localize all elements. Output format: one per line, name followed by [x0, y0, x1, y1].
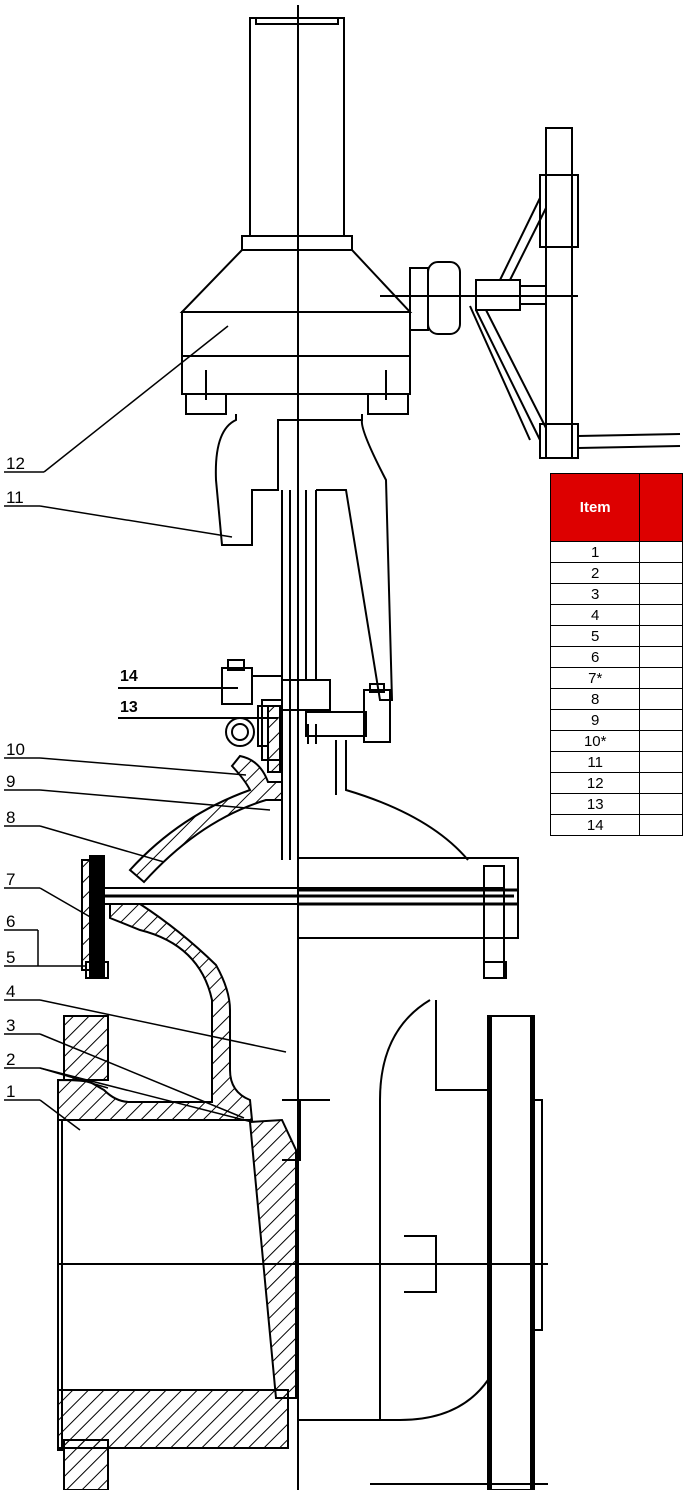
callout-14: 14 [120, 668, 138, 685]
callout-2: 2 [6, 1050, 16, 1069]
blank-cell [639, 646, 683, 668]
handwheel-rim [545, 127, 573, 459]
item-cell: 3 [549, 583, 641, 605]
blank-cell [639, 604, 683, 626]
table-row: 10* [549, 730, 683, 752]
table-row: 9 [549, 709, 683, 731]
callout-1: 1 [6, 1082, 16, 1101]
callout-12: 12 [6, 454, 25, 473]
blank-cell [639, 541, 683, 563]
right-flange [487, 1015, 535, 1490]
callout-8: 8 [6, 808, 16, 827]
blank-cell [639, 751, 683, 773]
blank-cell [639, 688, 683, 710]
item-cell: 1 [549, 541, 641, 563]
callout-10: 10 [6, 740, 25, 759]
table-header-blank [639, 473, 683, 542]
blank-cell [639, 709, 683, 731]
item-cell: 14 [549, 814, 641, 836]
item-cell: 13 [549, 793, 641, 815]
table-row: 6 [549, 646, 683, 668]
table-row: 1 [549, 541, 683, 563]
bonnet-section [128, 754, 283, 884]
table-row: 3 [549, 583, 683, 605]
table-header-item: Item [549, 473, 641, 542]
blank-cell [639, 562, 683, 584]
blank-cell [639, 667, 683, 689]
item-cell: 5 [549, 625, 641, 647]
item-cell: 10* [549, 730, 641, 752]
blank-cell [639, 772, 683, 794]
item-cell: 7* [549, 667, 641, 689]
parts-table: Item 1 2 3 4 5 6 7* 8 9 10* 11 12 13 14 [549, 473, 683, 836]
callout-13: 13 [120, 699, 138, 716]
blank-cell [639, 793, 683, 815]
table-row: 13 [549, 793, 683, 815]
table-header-row: Item [549, 473, 683, 542]
table-row: 11 [549, 751, 683, 773]
body-section [57, 903, 254, 1121]
table-row: 8 [549, 688, 683, 710]
callout-5: 5 [6, 948, 16, 967]
item-cell: 8 [549, 688, 641, 710]
table-row: 14 [549, 814, 683, 836]
gearbox-body [181, 311, 411, 395]
table-row: 4 [549, 604, 683, 626]
table-row: 12 [549, 772, 683, 794]
blank-cell [639, 625, 683, 647]
gate [248, 1118, 297, 1399]
callout-7: 7 [6, 870, 16, 889]
table-row: 2 [549, 562, 683, 584]
blank-cell [639, 583, 683, 605]
callout-4: 4 [6, 982, 16, 1001]
item-cell: 12 [549, 772, 641, 794]
callout-6: 6 [6, 912, 16, 931]
callout-3: 3 [6, 1016, 16, 1035]
callout-11: 11 [6, 488, 24, 507]
item-cell: 6 [549, 646, 641, 668]
table-row: 7* [549, 667, 683, 689]
blank-cell [639, 814, 683, 836]
table-row: 5 [549, 625, 683, 647]
yoke [214, 414, 363, 546]
item-cell: 9 [549, 709, 641, 731]
item-cell: 11 [549, 751, 641, 773]
item-cell: 2 [549, 562, 641, 584]
callout-9: 9 [6, 772, 16, 791]
actuator-cone [179, 249, 413, 313]
blank-cell [639, 730, 683, 752]
item-cell: 4 [549, 604, 641, 626]
